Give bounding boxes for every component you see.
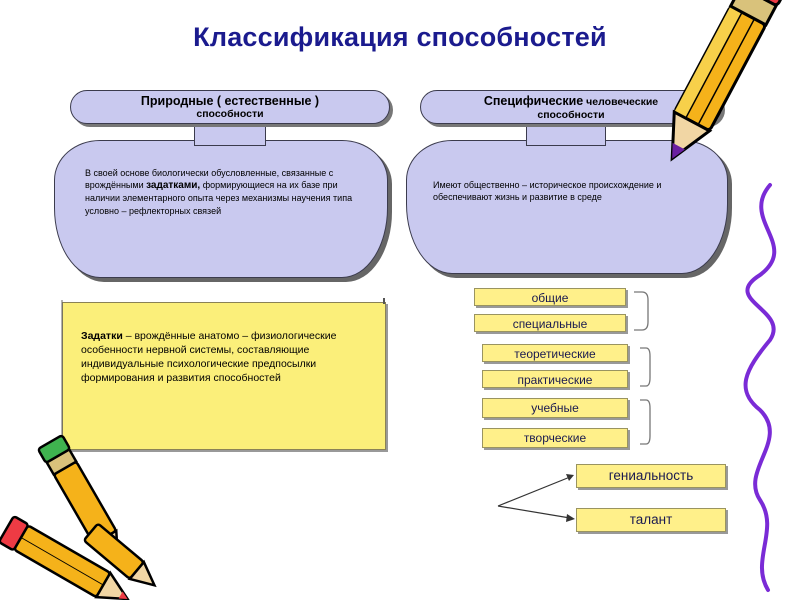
pencil-bottom-left-2-icon [0, 515, 130, 600]
tag-genius: гениальность [576, 464, 726, 488]
specific-description: Имеют общественно – историческое происхо… [433, 180, 662, 203]
page-title: Классификация способностей [193, 22, 607, 52]
bracket-theoretical-practical [640, 347, 651, 387]
natural-description-bubble: В своей основе биологически обусловленны… [54, 140, 388, 278]
tag-talent: талант [576, 508, 726, 532]
arrow-genius [497, 474, 574, 507]
tag-general: общие [474, 288, 626, 306]
natural-abilities-heading: Природные ( естественные ) способности [70, 90, 390, 124]
tag-theoretical: теоретические [482, 344, 628, 362]
bracket-educational-creative [640, 399, 651, 445]
zadatki-definition-card: Задатки – врождённые анатомо – физиологи… [62, 302, 386, 450]
purple-scribble-line [743, 183, 777, 592]
zadatki-definition: Задатки – врождённые анатомо – физиологи… [81, 330, 337, 384]
specific-description-bubble: Имеют общественно – историческое происхо… [406, 140, 728, 274]
bracket-general-special [634, 291, 649, 331]
pencil-bottom-left-1-icon [37, 434, 120, 563]
tag-practical: практические [482, 370, 628, 388]
tag-special: специальные [474, 314, 626, 332]
specific-abilities-heading: Специфические человеческие способности [420, 90, 722, 124]
natural-description: В своей основе биологически обусловленны… [85, 168, 353, 216]
pencil-bottom-left-3-icon [83, 523, 157, 588]
arrow-talent [497, 505, 575, 522]
tag-creative: творческие [482, 428, 628, 448]
tag-educational: учебные [482, 398, 628, 418]
